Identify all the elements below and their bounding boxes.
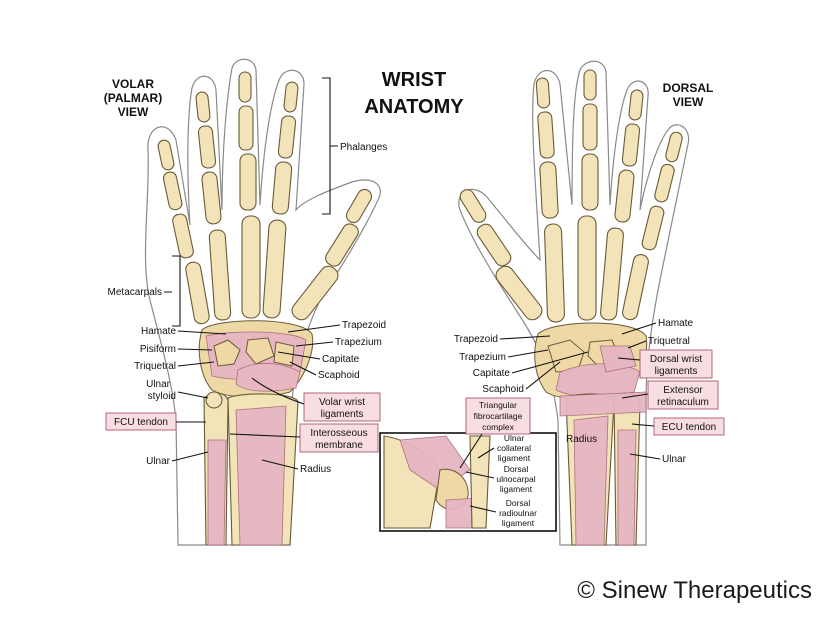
label-dorsal-capitate: Capitate xyxy=(473,368,511,379)
volar-finger-5 xyxy=(157,139,210,325)
label-dorsal-ulnocarpal-1: Dorsal xyxy=(504,464,529,474)
dorsal-thumb xyxy=(459,189,543,321)
label-dorsal-radioulnar-1: Dorsal xyxy=(506,498,531,508)
label-volar-scaphoid: Scaphoid xyxy=(318,370,360,381)
title-line-1: WRIST xyxy=(382,69,446,91)
label-dorsal-triquetral: Triquetral xyxy=(648,336,690,347)
label-dorsal-ulnocarpal-2: ulnocarpal xyxy=(496,474,535,484)
label-extensor-2: retinaculum xyxy=(657,397,709,408)
label-dorsal-radioulnar-3: ligament xyxy=(502,518,535,528)
label-metacarpals: Metacarpals xyxy=(108,287,162,298)
label-phalanges: Phalanges xyxy=(340,142,387,153)
label-interosseous-1: Interosseous xyxy=(310,428,367,439)
dorsal-carpals xyxy=(534,322,648,400)
volar-wrist-ligaments-box xyxy=(303,392,381,422)
metacarpals-bracket xyxy=(164,255,181,327)
title-line-2: ANATOMY xyxy=(364,96,464,118)
label-fcu-tendon: FCU tendon xyxy=(114,417,168,428)
headings: WRIST ANATOMY VOLAR (PALMAR) VIEW DORSAL… xyxy=(104,69,714,119)
volar-finger-4 xyxy=(195,91,232,321)
label-dorsal-ulnar: Ulnar xyxy=(662,454,687,465)
label-extensor-1: Extensor xyxy=(663,385,703,396)
label-ulnar-styloid-2: styloid xyxy=(148,391,176,402)
label-volar-wrist-2: ligaments xyxy=(321,409,364,420)
label-volar-trapezium: Trapezium xyxy=(335,337,382,348)
label-ecu-tendon: ECU tendon xyxy=(662,422,716,433)
volar-forearm xyxy=(203,391,299,546)
dorsal-view-line-1: DORSAL xyxy=(663,81,714,95)
label-volar-wrist-1: Volar wrist xyxy=(319,397,365,408)
dorsal-forearm xyxy=(559,391,647,546)
volar-view-line-3: VIEW xyxy=(118,105,149,119)
label-ulnar-collateral-1: Ulnar xyxy=(504,433,524,443)
ecu-tendon-box xyxy=(653,417,725,436)
dorsal-finger-5 xyxy=(622,131,683,321)
dorsal-labels: Trapezoid Trapezium Capitate Scaphoid Tr… xyxy=(454,318,725,469)
volar-finger-2 xyxy=(262,81,299,319)
volar-carpals xyxy=(198,320,314,398)
label-dorsal-wrist-2: ligaments xyxy=(655,366,698,377)
label-dorsal-trapezoid: Trapezoid xyxy=(454,334,498,345)
label-ulnar-collateral-2: collateral xyxy=(497,443,531,453)
interosseous-membrane-box xyxy=(299,423,379,453)
copyright-text: © Sinew Therapeutics xyxy=(577,577,812,604)
label-dorsal-hamate: Hamate xyxy=(658,318,693,329)
dorsal-hand xyxy=(458,60,690,546)
inset-labels: Ulnar collateral ligament Dorsal ulnocar… xyxy=(465,433,537,528)
tfcc-pointer xyxy=(459,433,483,469)
volar-view-line-2: (PALMAR) xyxy=(104,91,162,105)
volar-hand xyxy=(144,58,381,546)
label-dorsal-ulnocarpal-3: ligament xyxy=(500,484,533,494)
label-dorsal-trapezium: Trapezium xyxy=(459,352,506,363)
label-volar-hamate: Hamate xyxy=(141,326,176,337)
label-tfcc-3: complex xyxy=(482,422,514,432)
dorsal-finger-3 xyxy=(577,69,599,321)
label-volar-ulnar: Ulnar xyxy=(146,456,171,467)
label-tfcc-1: Triangular xyxy=(479,400,517,410)
extensor-retinaculum-box xyxy=(647,380,719,410)
tfcc-box xyxy=(465,397,531,435)
inset-detail xyxy=(379,432,557,532)
label-interosseous-2: membrane xyxy=(315,440,363,451)
label-ulnar-collateral-3: ligament xyxy=(498,453,531,463)
dorsal-finger-2 xyxy=(535,77,565,323)
label-dorsal-scaphoid: Scaphoid xyxy=(482,384,524,395)
volar-labels: Phalanges Metacarpals Hamate Pisiform Tr… xyxy=(105,77,387,475)
label-dorsal-radius: Radius xyxy=(566,434,597,445)
label-tfcc-2: fibrocartilage xyxy=(474,411,523,421)
label-pisiform: Pisiform xyxy=(140,344,176,355)
label-dorsal-wrist-1: Dorsal wrist xyxy=(650,354,702,365)
label-dorsal-radioulnar-2: radioulnar xyxy=(499,508,537,518)
label-ulnar-styloid-1: Ulnar xyxy=(146,379,171,390)
volar-view-line-1: VOLAR xyxy=(112,77,154,91)
volar-finger-3 xyxy=(238,71,261,319)
volar-thumb xyxy=(291,188,373,321)
dorsal-wrist-ligaments-box xyxy=(639,349,713,379)
label-volar-trapezoid: Trapezoid xyxy=(342,320,386,331)
label-volar-radius: Radius xyxy=(300,464,331,475)
dorsal-view-line-2: VIEW xyxy=(673,95,704,109)
phalanges-bracket xyxy=(322,77,338,215)
label-volar-triquetral: Triquetral xyxy=(134,361,176,372)
label-volar-capitate: Capitate xyxy=(322,354,360,365)
dorsal-finger-4 xyxy=(600,89,644,321)
